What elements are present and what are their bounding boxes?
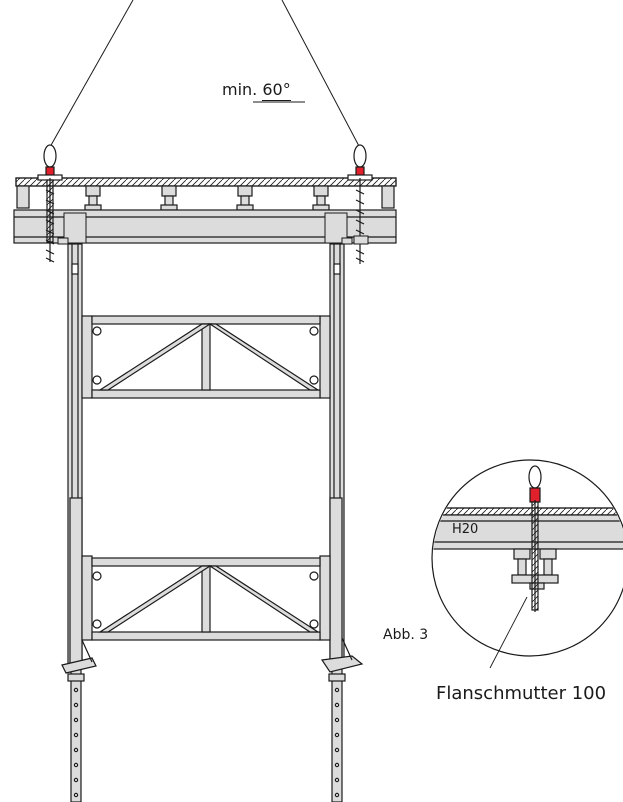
lifting-point-right — [347, 144, 373, 264]
crane-slings — [49, 0, 361, 149]
figure-reference: Abb. 3 — [383, 627, 429, 643]
sling-angle-label: min. 60° — [222, 80, 291, 101]
lifting-point-left — [37, 144, 63, 263]
beam-clamps — [57, 212, 369, 245]
angle-value: 60° — [262, 80, 291, 101]
beam-type-label: H20 — [452, 522, 478, 537]
spindle-left — [61, 639, 97, 802]
angle-prefix: min. — [222, 80, 258, 99]
vertical-leg-left — [67, 243, 83, 669]
vertical-leg-right — [329, 243, 345, 669]
detail-view — [431, 459, 623, 669]
spindle-right — [320, 637, 364, 802]
lower-bracing-frame — [81, 555, 331, 641]
flange-nut-label: Flanschmutter 100 — [436, 683, 607, 704]
upper-bracing-frame — [81, 315, 331, 399]
